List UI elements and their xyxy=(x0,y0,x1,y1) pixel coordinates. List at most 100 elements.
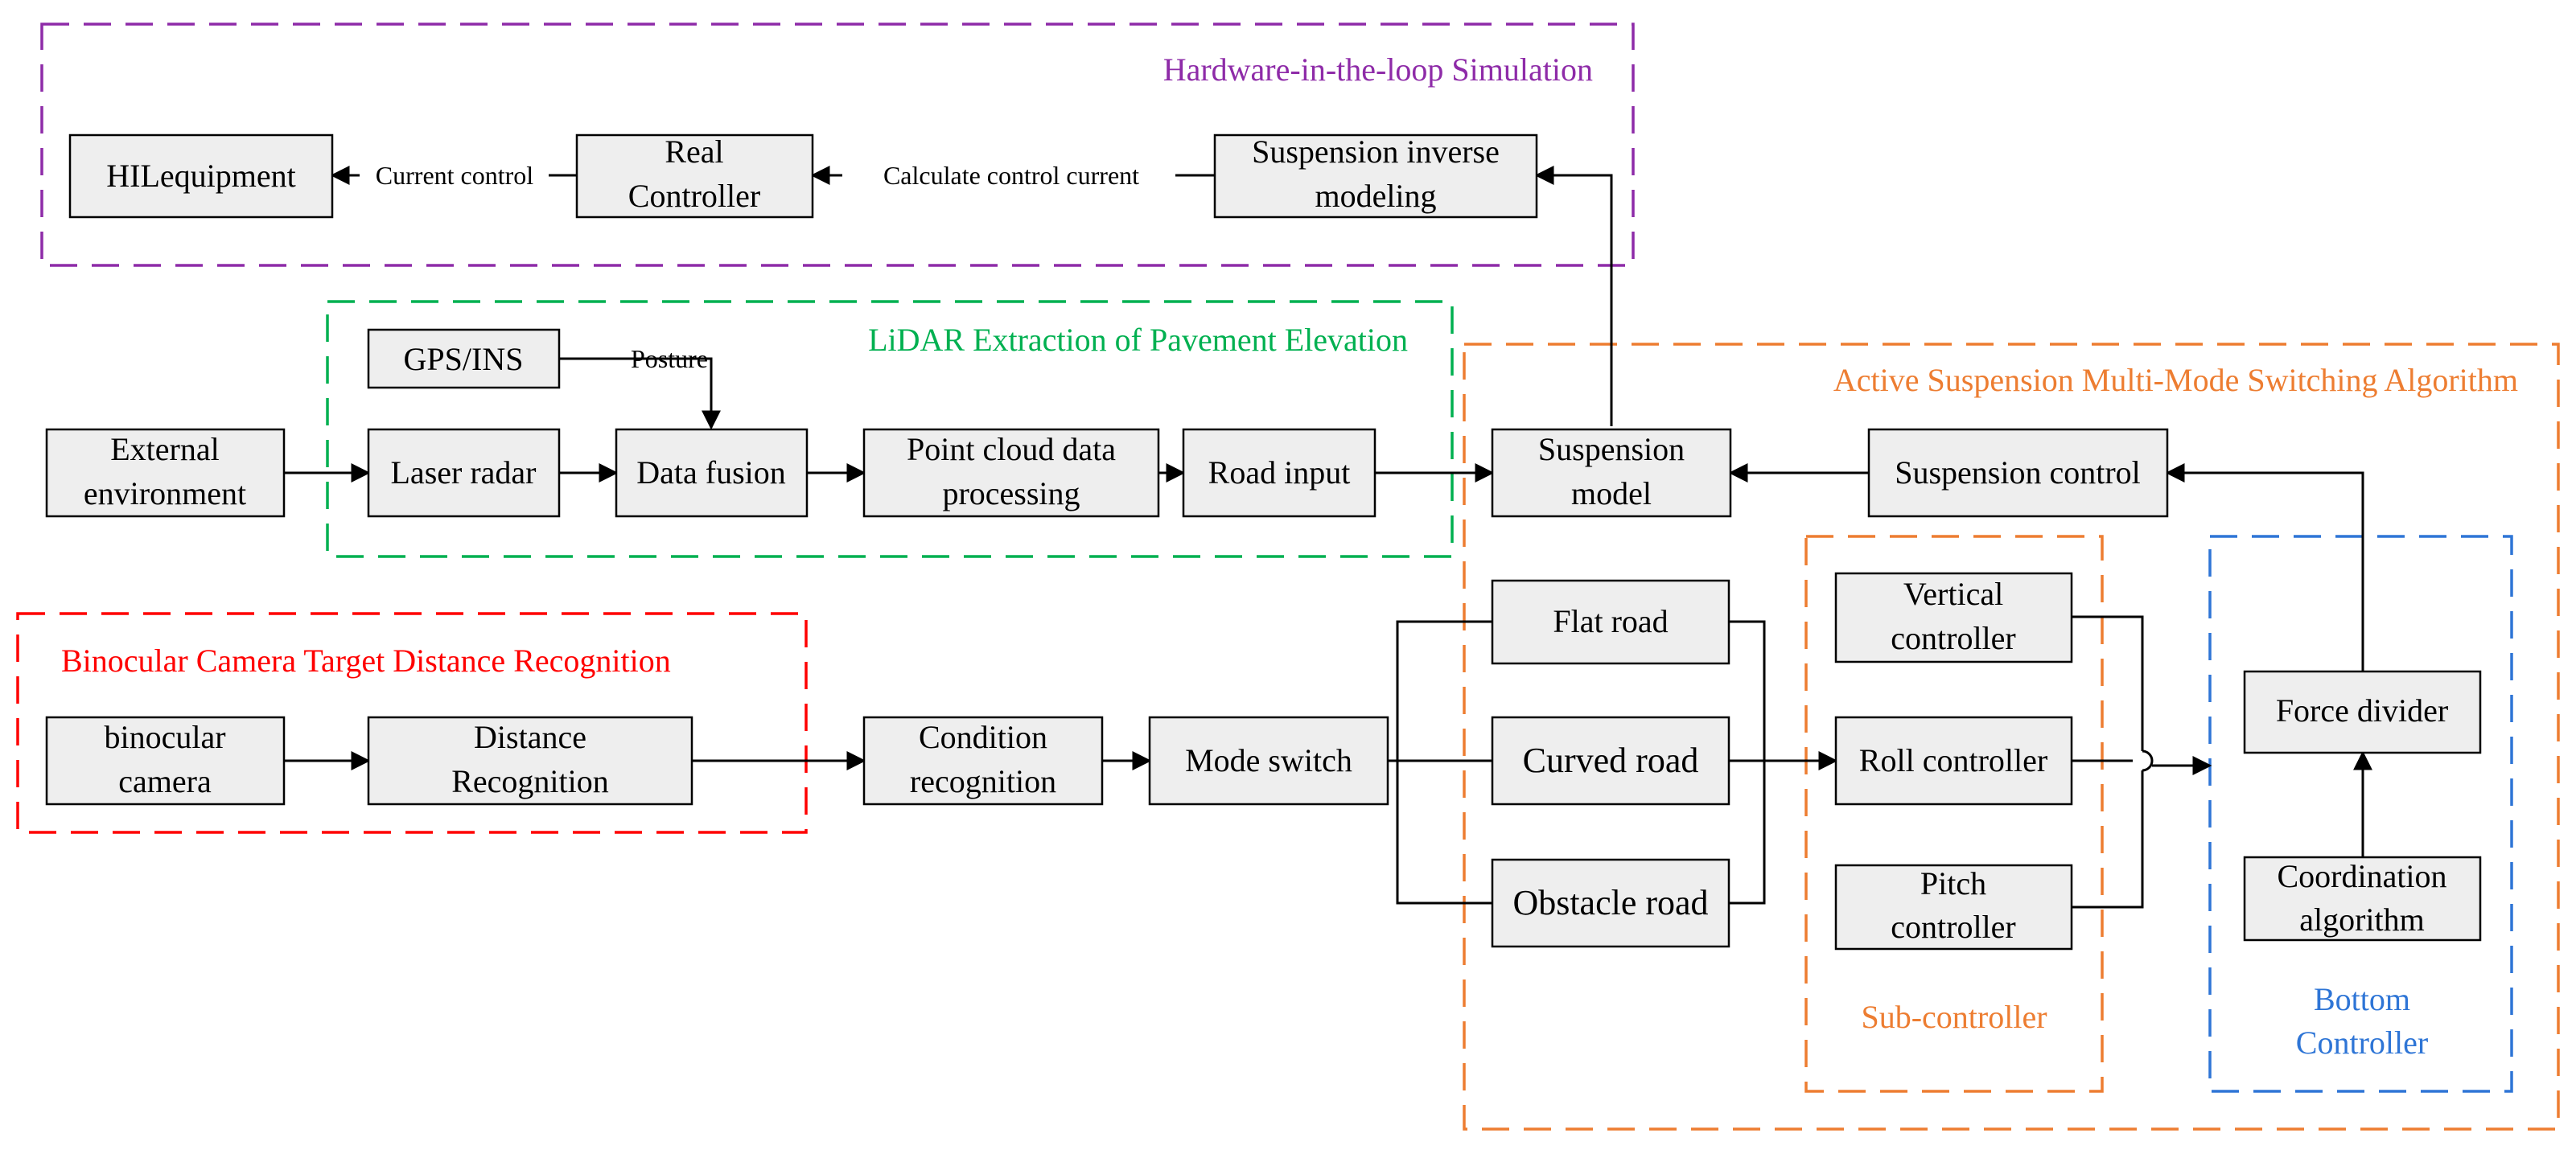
box-point-cloud-processing-label: Point cloud data xyxy=(907,431,1116,467)
group-lidar-label: LiDAR Extraction of Pavement Elevation xyxy=(868,322,1408,358)
box-roll-controller: Roll controller xyxy=(1834,716,2073,806)
box-obstacle-road: Obstacle road xyxy=(1491,858,1730,948)
edge-label-calc-current: Calculate control current xyxy=(883,161,1139,190)
box-flat-road-frame xyxy=(1491,579,1730,665)
box-coordination-algorithm-label: Coordination xyxy=(2277,858,2446,894)
box-road-input: Road input xyxy=(1182,428,1376,518)
box-gps-ins-label: GPS/INS xyxy=(404,341,524,377)
box-hil-equipment-frame xyxy=(68,133,334,219)
box-flat-road-label: Flat road xyxy=(1553,603,1668,639)
box-roll-controller-frame xyxy=(1834,716,2073,806)
box-binocular-camera-frame xyxy=(45,716,286,806)
group-bottom-label-1: Bottom xyxy=(2314,981,2410,1017)
box-laser-radar-label: Laser radar xyxy=(391,454,537,491)
box-hil-equipment-label: HILequipment xyxy=(106,158,296,194)
box-suspension-model-frame xyxy=(1491,428,1732,518)
connectors xyxy=(284,166,2372,909)
connector-line xyxy=(2072,770,2144,909)
box-laser-radar-frame xyxy=(367,428,561,518)
box-pitch-controller-label: controller xyxy=(1891,909,2016,945)
box-mode-switch: Mode switch xyxy=(1148,716,1389,806)
connector-line xyxy=(559,357,721,430)
box-distance-recognition-frame xyxy=(367,716,693,806)
connector-line xyxy=(1534,166,1613,426)
box-obstacle-road-frame xyxy=(1491,858,1730,948)
group-hil-frame xyxy=(40,23,1635,267)
box-curved-road-label: Curved road xyxy=(1523,741,1699,780)
group-active: Active Suspension Multi-Mode Switching A… xyxy=(1463,343,2560,1131)
box-force-divider: Force divider xyxy=(2243,670,2482,754)
box-pitch-controller-frame xyxy=(1834,864,2073,951)
box-curved-road-frame xyxy=(1491,716,1730,806)
box-data-fusion-label: Data fusion xyxy=(636,454,786,491)
edge-label-posture: Posture xyxy=(631,344,708,373)
box-data-fusion: Data fusion xyxy=(615,428,809,518)
box-vertical-controller-label: Vertical xyxy=(1903,576,2003,612)
box-distance-recognition-label: Distance xyxy=(474,719,586,755)
box-road-input-label: Road input xyxy=(1208,454,1351,491)
box-data-fusion-frame xyxy=(615,428,809,518)
box-gps-ins: GPS/INS xyxy=(367,328,561,389)
edge-label-current-control: Current control xyxy=(376,161,534,190)
box-force-divider-label: Force divider xyxy=(2276,692,2448,729)
box-flat-road: Flat road xyxy=(1491,579,1730,665)
box-road-input-frame xyxy=(1182,428,1376,518)
box-external-environment-label: environment xyxy=(84,475,246,511)
box-mode-switch-frame xyxy=(1148,716,1389,806)
group-active-label: Active Suspension Multi-Mode Switching A… xyxy=(1833,362,2518,398)
box-distance-recognition-label: Recognition xyxy=(451,763,609,799)
box-condition-recognition: Condition recognition xyxy=(862,716,1104,806)
group-active-frame xyxy=(1463,343,2560,1131)
box-suspension-model-label: model xyxy=(1571,475,1652,511)
group-bottom-frame xyxy=(2208,535,2513,1093)
connector-line xyxy=(1396,620,1492,905)
box-obstacle-road-label: Obstacle road xyxy=(1512,883,1708,922)
group-binocular: Binocular Camera Target Distance Recogni… xyxy=(16,612,808,834)
connector-line xyxy=(1729,620,1766,905)
box-condition-recognition-label: Condition xyxy=(919,719,1047,755)
connector-line xyxy=(2142,749,2154,772)
box-suspension-model: Suspension model xyxy=(1491,428,1732,518)
box-external-environment-label: External xyxy=(110,431,220,467)
box-distance-recognition: Distance Recognition xyxy=(367,716,693,806)
connector-line xyxy=(2072,615,2144,751)
box-suspension-inverse-modeling-frame xyxy=(1213,133,1538,219)
box-vertical-controller: Vertical controller xyxy=(1834,572,2073,663)
box-real-controller-label: Real xyxy=(665,133,723,170)
box-binocular-camera-label: camera xyxy=(118,763,212,799)
box-suspension-inverse-modeling-label: Suspension inverse xyxy=(1252,133,1500,170)
group-sub-frame xyxy=(1804,535,2104,1093)
box-coordination-algorithm-label: algorithm xyxy=(2299,901,2425,938)
box-external-environment: External environment xyxy=(45,428,286,518)
box-force-divider-frame xyxy=(2243,670,2482,754)
box-laser-radar: Laser radar xyxy=(367,428,561,518)
box-point-cloud-processing-frame xyxy=(862,428,1160,518)
box-roll-controller-label: Roll controller xyxy=(1859,742,2047,778)
box-real-controller: Real Controller xyxy=(575,133,814,219)
group-binocular-label: Binocular Camera Target Distance Recogni… xyxy=(61,643,671,679)
box-gps-ins-frame xyxy=(367,328,561,389)
box-curved-road: Curved road xyxy=(1491,716,1730,806)
box-suspension-control: Suspension control xyxy=(1867,428,2169,518)
box-point-cloud-processing-label: processing xyxy=(942,475,1080,511)
box-suspension-control-label: Suspension control xyxy=(1895,454,2141,491)
box-external-environment-frame xyxy=(45,428,286,518)
group-bottom-label-2: Controller xyxy=(2296,1025,2428,1061)
group-hil: Hardware-in-the-loop Simulation xyxy=(40,23,1635,267)
box-coordination-algorithm: Coordination algorithm xyxy=(2243,856,2482,942)
group-bottom-controller: Bottom Controller xyxy=(2208,535,2513,1093)
box-coordination-algorithm-frame xyxy=(2243,856,2482,942)
box-pitch-controller: Pitch controller xyxy=(1834,864,2073,951)
box-suspension-inverse-modeling-label: modeling xyxy=(1315,178,1436,214)
box-binocular-camera-label: binocular xyxy=(104,719,225,755)
box-hil-equipment: HILequipment xyxy=(68,133,334,219)
box-real-controller-label: Controller xyxy=(628,178,760,214)
box-condition-recognition-label: recognition xyxy=(910,763,1056,799)
box-condition-recognition-frame xyxy=(862,716,1104,806)
box-point-cloud-processing: Point cloud data processing xyxy=(862,428,1160,518)
box-mode-switch-label: Mode switch xyxy=(1185,742,1352,778)
box-suspension-model-label: Suspension xyxy=(1538,431,1685,467)
box-vertical-controller-label: controller xyxy=(1891,620,2016,656)
group-binocular-frame xyxy=(16,612,808,834)
